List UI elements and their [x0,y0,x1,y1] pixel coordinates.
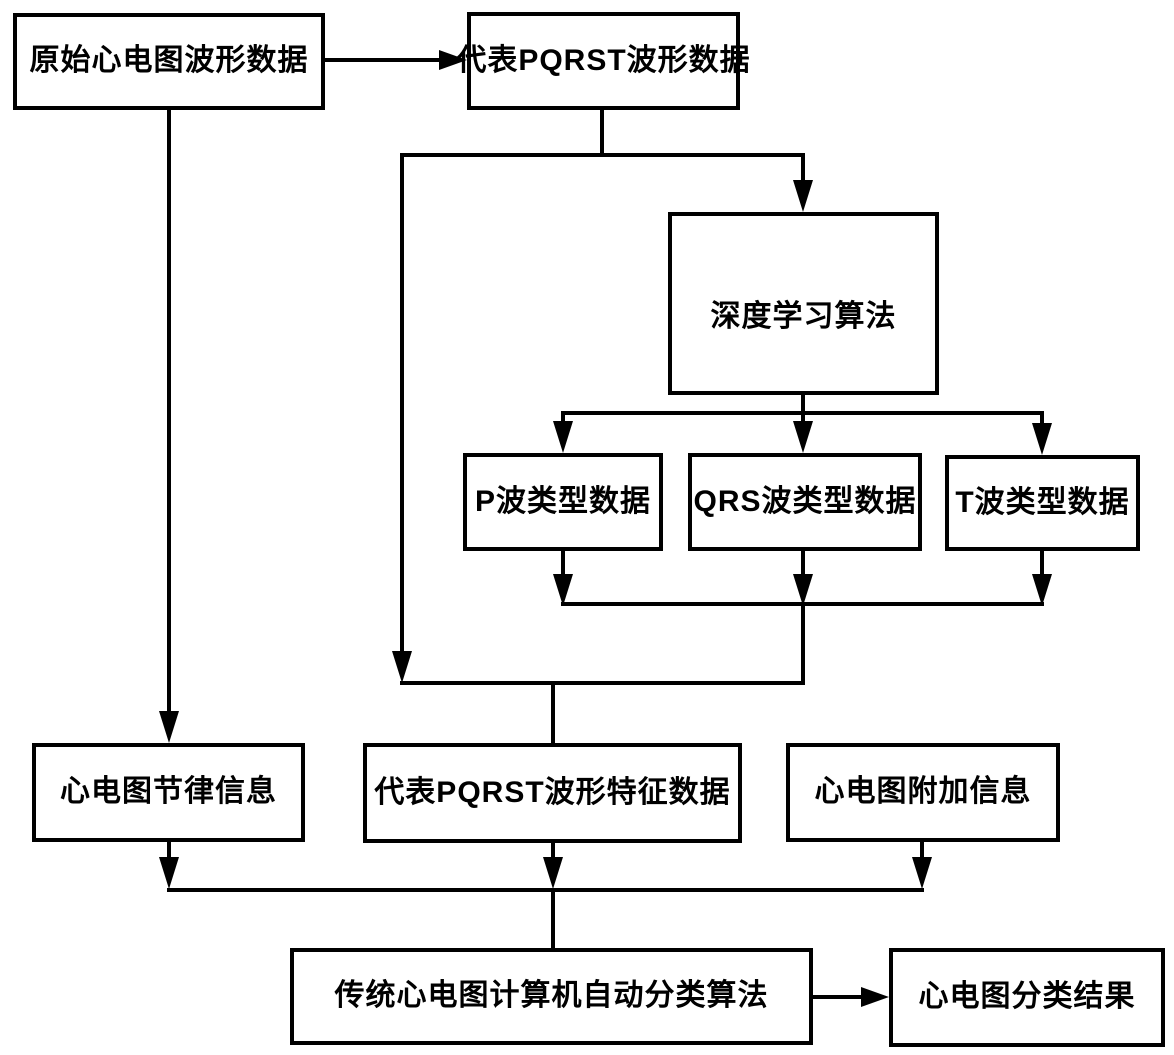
line-drop-to-p-wave [561,411,565,423]
node-t-wave-type-data: T波类型数据 [945,455,1140,551]
line-pqrst-down [600,110,604,157]
node-ecg-rhythm-info: 心电图节律信息 [32,743,305,842]
node-label: 心电图附加信息 [814,775,1032,809]
node-raw-ecg-waveform-data: 原始心电图波形数据 [13,13,325,110]
line-additional-down [920,842,924,860]
node-label: QRS波类型数据 [693,484,917,518]
node-label: 传统心电图计算机自动分类算法 [334,979,769,1013]
line-merge-to-features [551,681,555,743]
line-collector-to-merge [801,602,805,685]
node-p-wave-type-data: P波类型数据 [463,453,663,551]
arrowhead-into-deep-learning-icon [793,180,813,212]
line-features-down [551,843,555,860]
arrowhead-into-t-wave-icon [1032,423,1052,455]
arrowhead-additional-to-bar-icon [912,857,932,889]
line-deep-learning-down [801,395,805,423]
node-label: 心电图节律信息 [60,775,277,809]
arrowhead-into-result-icon [861,987,889,1007]
line-t-wave-down [1040,550,1044,575]
node-label: 原始心电图波形数据 [29,44,309,78]
node-label: T波类型数据 [955,485,1130,519]
node-label: 心电图分类结果 [918,980,1136,1014]
arrowhead-rhythm-to-bar-icon [159,857,179,889]
node-pqrst-feature-data: 代表PQRST波形特征数据 [363,743,742,843]
line-drop-to-deep-learning [801,153,805,183]
line-bypass-left-vertical [400,153,404,655]
node-qrs-wave-type-data: QRS波类型数据 [688,453,922,551]
node-label: 代表PQRST波形数据 [456,43,751,77]
line-traditional-to-result [813,995,865,999]
node-ecg-classification-result: 心电图分类结果 [889,948,1165,1047]
node-label: P波类型数据 [474,484,651,518]
arrowhead-features-to-bar-icon [543,857,563,889]
node-ecg-additional-info: 心电图附加信息 [786,743,1060,842]
arrowhead-into-p-wave-icon [553,421,573,453]
node-deep-learning-algorithm: 深度学习算法 [668,212,939,395]
arrowhead-p-to-collector-icon [553,574,573,606]
line-raw-to-rhythm [167,110,171,713]
arrowhead-into-qrs-wave-icon [793,421,813,453]
line-drop-to-t-wave [1040,411,1044,425]
line-splitter-bar [561,411,1044,415]
arrowhead-bypass-merge-icon [392,651,412,683]
arrowhead-into-pqrst-icon [439,50,467,70]
line-rhythm-down [167,842,171,860]
line-bar-to-traditional [551,888,555,948]
line-bottom-collector-bar [167,888,924,892]
line-split-bar-top [400,153,805,157]
node-traditional-auto-classification-algorithm: 传统心电图计算机自动分类算法 [290,948,813,1045]
node-label: 深度学习算法 [710,300,897,334]
line-p-wave-down [561,551,565,575]
line-raw-to-pqrst [325,58,442,62]
node-representative-pqrst-waveform-data: 代表PQRST波形数据 [456,12,750,110]
arrowhead-qrs-to-collector-icon [793,574,813,606]
line-merge-bar [400,681,805,685]
line-qrs-wave-down [801,551,805,575]
node-label: 代表PQRST波形特征数据 [374,775,731,809]
arrowhead-into-rhythm-icon [159,711,179,743]
arrowhead-t-to-collector-icon [1032,574,1052,606]
